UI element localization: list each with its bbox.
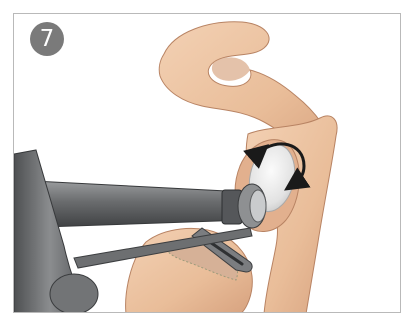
illustration-frame: 7	[13, 13, 401, 313]
coracoid-shadow	[212, 57, 250, 80]
reamer-head-face	[250, 190, 266, 222]
handle-end-cap	[50, 274, 98, 313]
step-number-badge: 7	[30, 22, 64, 56]
step-number: 7	[40, 26, 55, 52]
shoulder-procedure-illustration	[14, 14, 401, 313]
